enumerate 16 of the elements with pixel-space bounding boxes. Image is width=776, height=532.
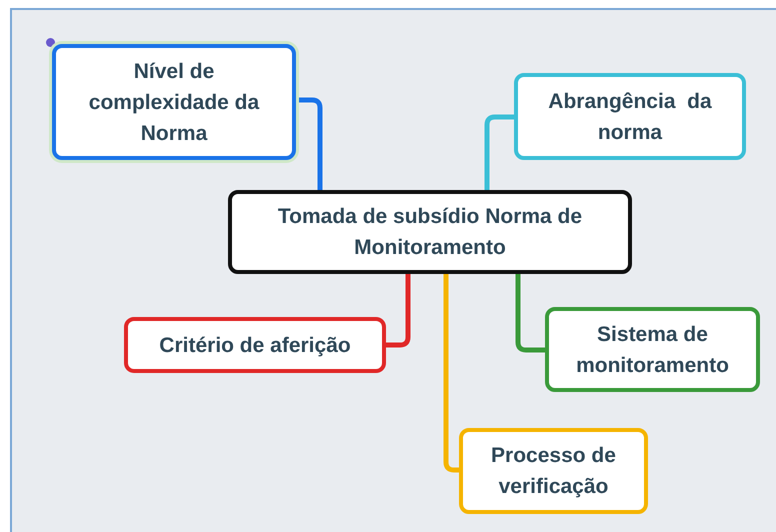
central-topic-box: [228, 190, 632, 274]
connector-line: [296, 98, 322, 190]
subtopic-box: [459, 428, 648, 514]
connector-line: [516, 274, 545, 352]
subtopic-box: [514, 73, 746, 160]
topic-text: Tomada de subsídio Norma de Monitoramento: [276, 204, 584, 261]
topic-text: Critério de aferição: [159, 332, 351, 358]
connector-line: [484, 114, 514, 190]
subtopic-box: [52, 44, 296, 160]
topic-text: Processo de verificação: [490, 443, 617, 500]
topic-text: Abrangência da norma: [547, 88, 713, 146]
topic-text: Sistema de monitoramento: [575, 322, 730, 378]
topic-text: Nível de complexidade da Norma: [88, 58, 260, 146]
subtopic-box: [124, 317, 386, 373]
subtopic-box: [545, 307, 760, 392]
connector-line: [444, 274, 459, 472]
